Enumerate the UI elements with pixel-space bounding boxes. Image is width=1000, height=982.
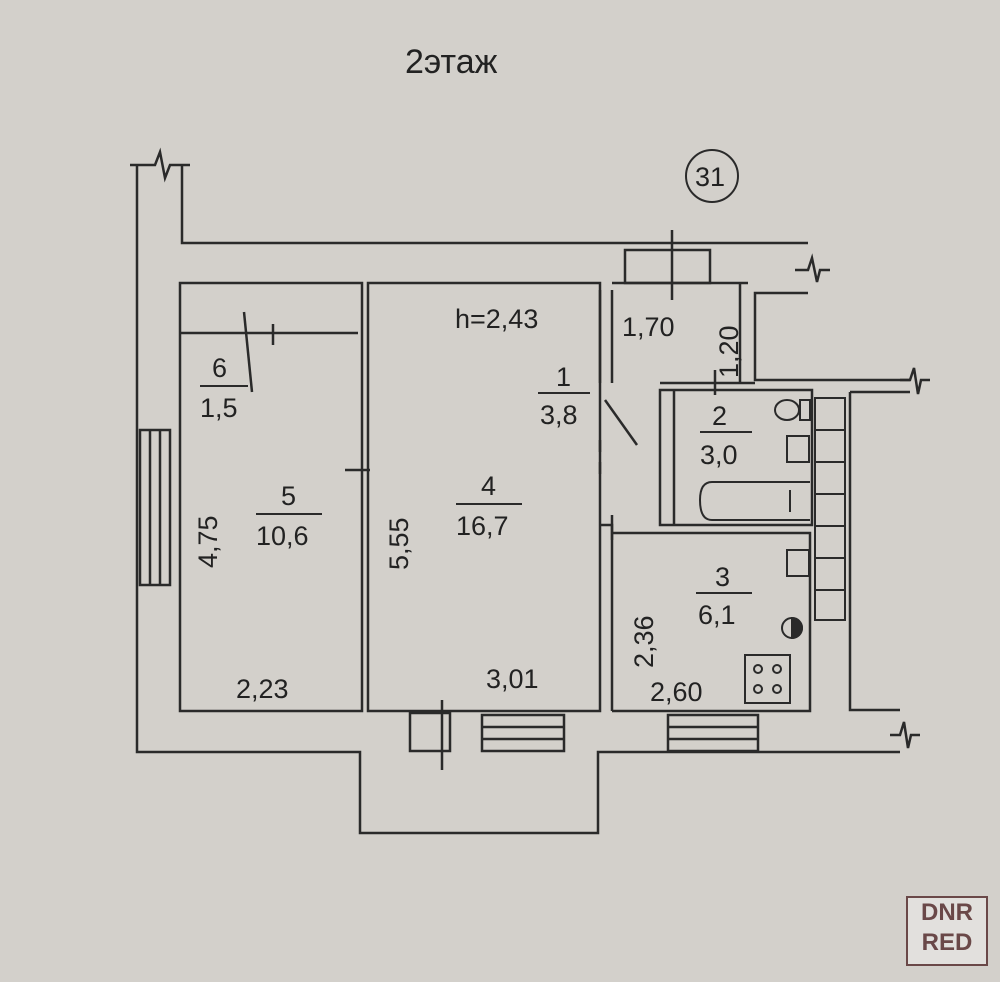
watermark-line-1: DNR — [921, 899, 973, 926]
room-4-number: 4 — [481, 471, 496, 501]
stove — [744, 654, 791, 704]
room-4-area: 16,7 — [456, 511, 509, 541]
sink — [786, 435, 810, 463]
watermark-logo: DNR RED — [906, 896, 988, 966]
fraction-lines — [200, 385, 752, 594]
floor-label: 2этаж — [405, 43, 498, 81]
room-3-area: 6,1 — [698, 600, 736, 630]
ceiling-height: h=2,43 — [455, 304, 538, 334]
dim-room4-width: 3,01 — [486, 664, 539, 694]
dim-hall-width: 1,70 — [622, 312, 675, 342]
radiator — [814, 397, 846, 621]
room-5-number: 5 — [281, 481, 296, 511]
dim-room4-length: 5,55 — [384, 517, 414, 570]
apartment-number-circle — [685, 149, 739, 203]
room-2-area: 3,0 — [700, 440, 738, 470]
room-5-area: 10,6 — [256, 521, 309, 551]
room-1-area: 3,8 — [540, 400, 578, 430]
room-6-area: 1,5 — [200, 393, 238, 423]
fixtures — [685, 149, 846, 704]
watermark-line-2: RED — [921, 929, 973, 956]
apartment-number: 31 — [695, 162, 725, 192]
toilet — [774, 399, 800, 421]
dim-hall-depth: 1,20 — [714, 325, 744, 378]
dim-room5-width: 2,23 — [236, 674, 289, 704]
dim-kitchen-length: 2,36 — [629, 615, 659, 668]
room-2-number: 2 — [712, 401, 727, 431]
walls — [130, 147, 930, 835]
room-1-number: 1 — [556, 362, 571, 392]
room-6-number: 6 — [212, 353, 227, 383]
bathtub — [698, 481, 810, 521]
dim-room5-length: 4,75 — [193, 515, 223, 568]
room-3-number: 3 — [715, 562, 730, 592]
dim-kitchen-width: 2,60 — [650, 677, 703, 707]
kitchen-sink — [786, 549, 810, 577]
